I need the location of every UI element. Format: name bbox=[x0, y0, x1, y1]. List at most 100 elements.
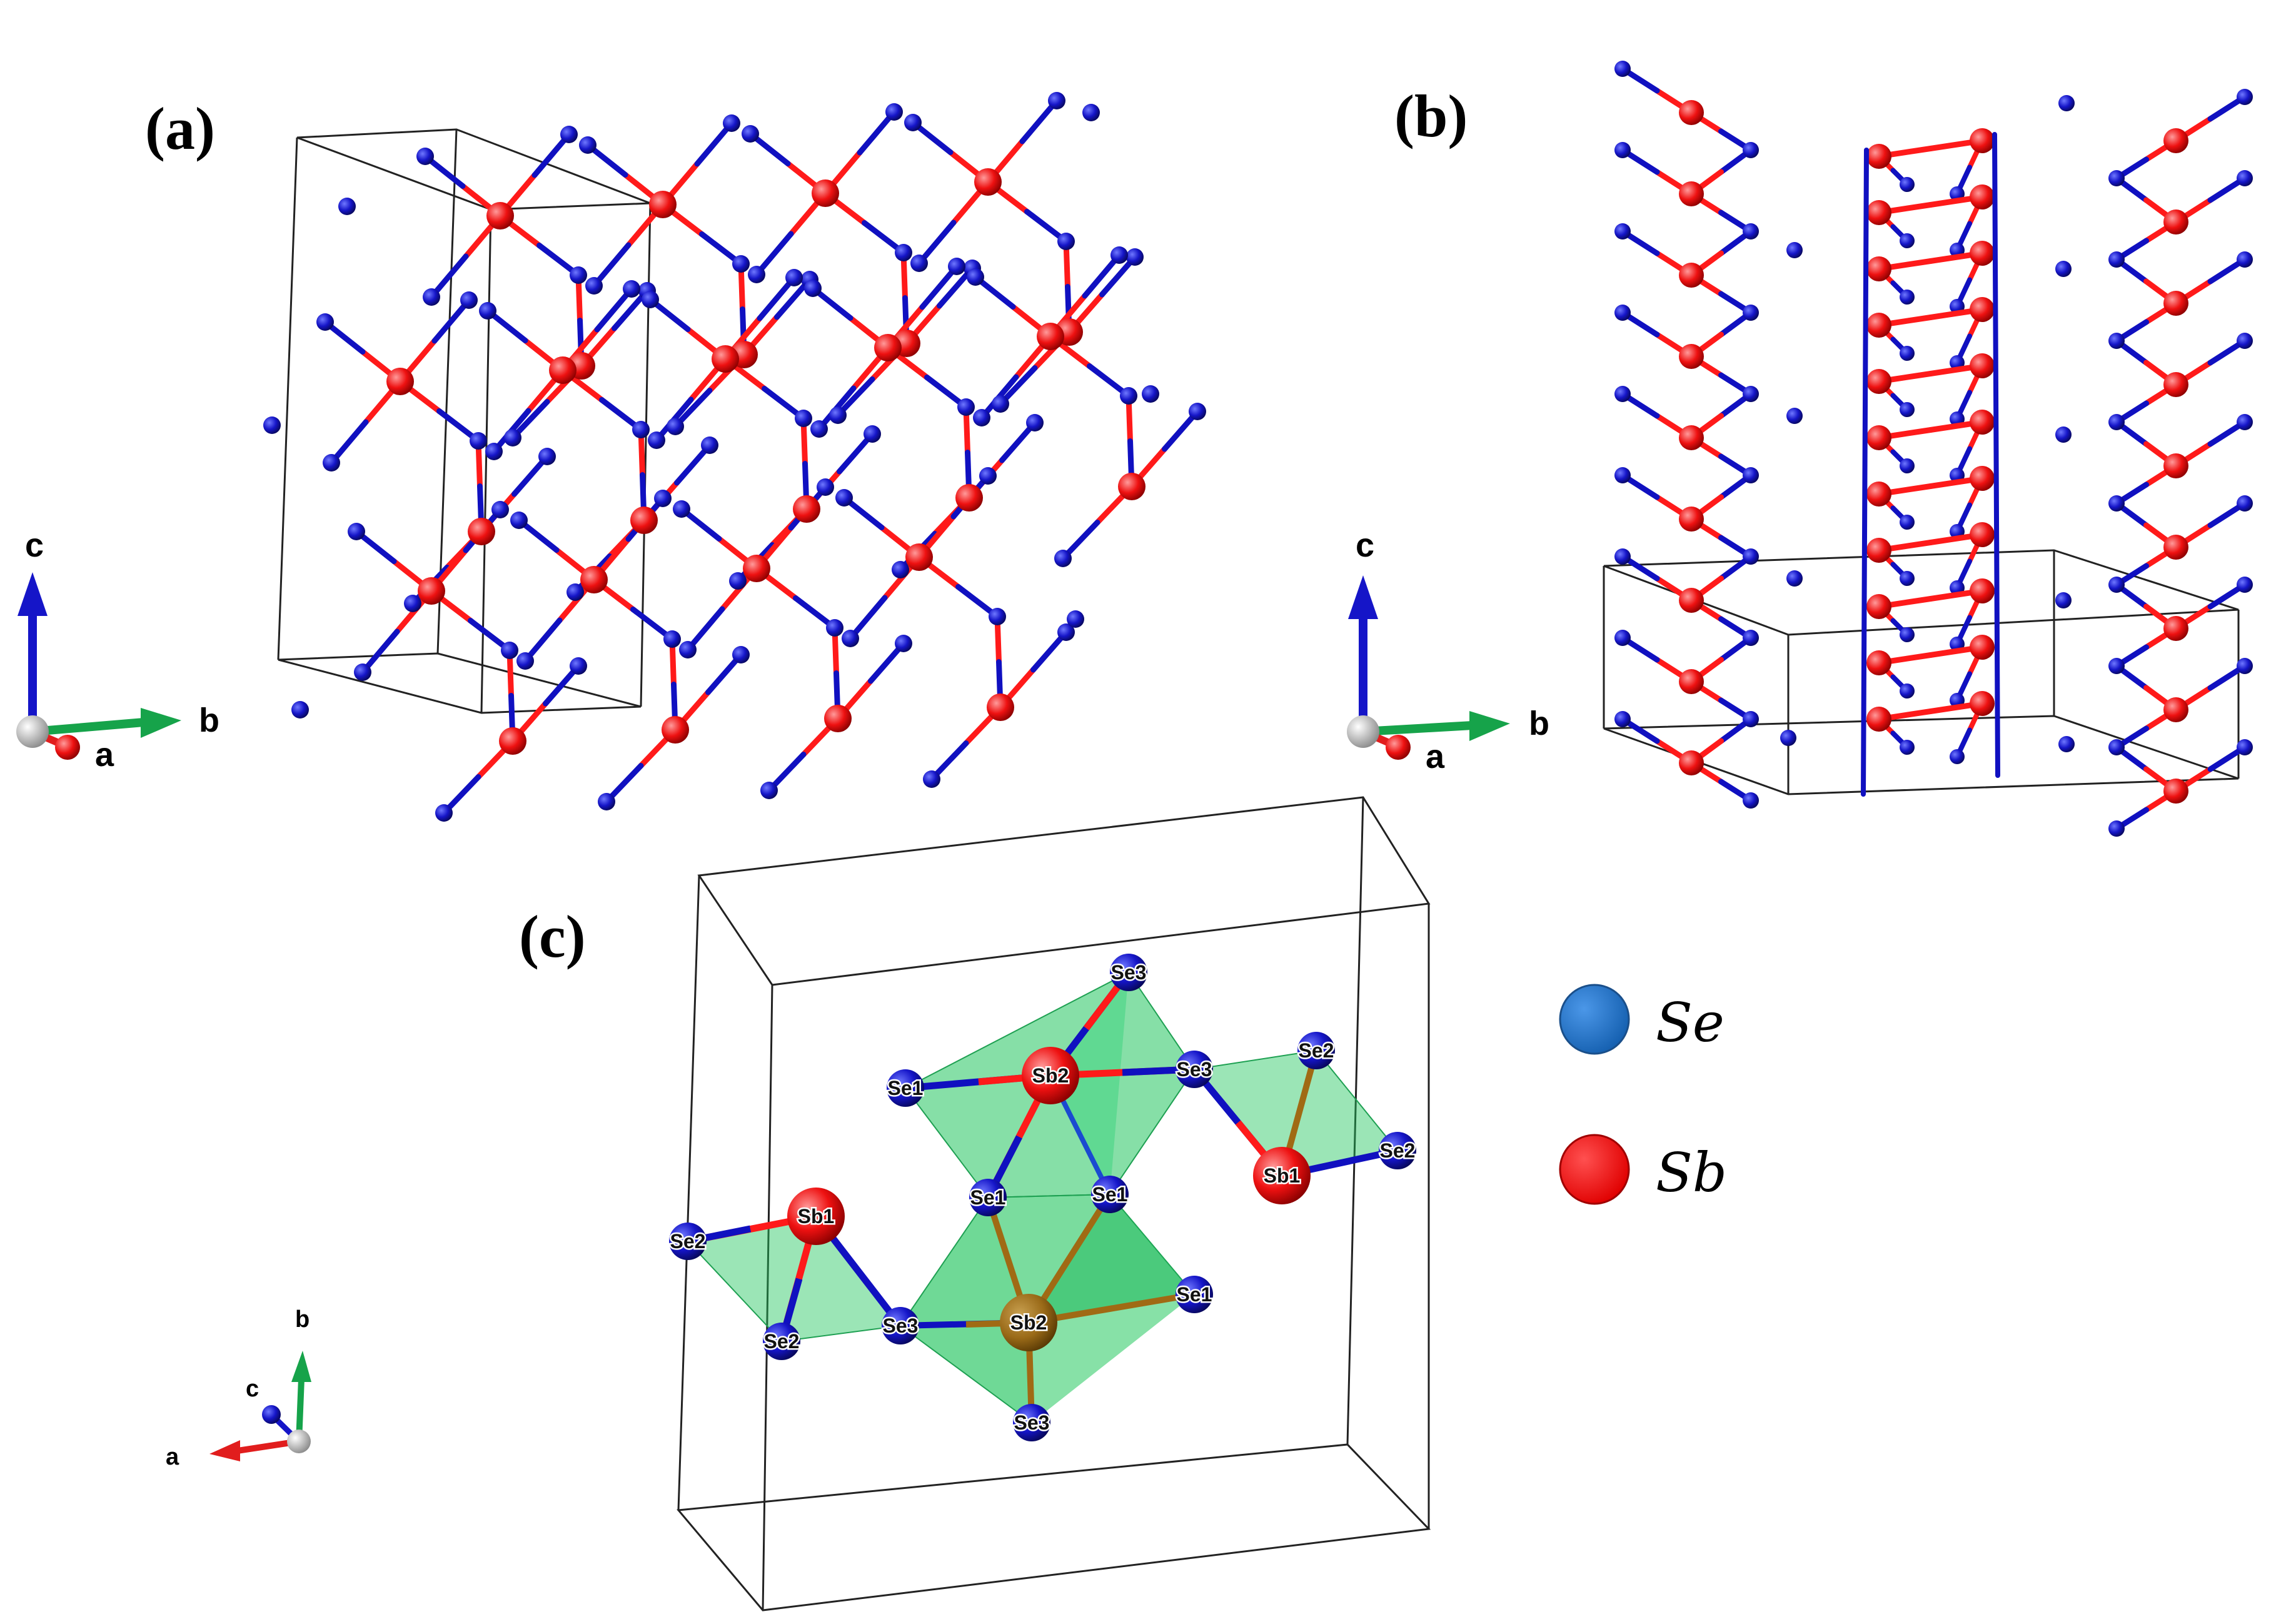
se-atom bbox=[1900, 740, 1915, 755]
se-atom bbox=[923, 770, 940, 788]
se-atom bbox=[967, 268, 984, 286]
panel-a-axis-b: b bbox=[199, 702, 219, 739]
sb-atom bbox=[2163, 128, 2188, 153]
sb-atom bbox=[955, 484, 983, 512]
se-atom bbox=[979, 467, 997, 485]
se-atom bbox=[1142, 385, 1159, 403]
sb-atom bbox=[486, 202, 514, 229]
sb-atom bbox=[2163, 291, 2188, 316]
sb-atom bbox=[974, 168, 1002, 196]
se-atom bbox=[973, 409, 990, 426]
se-atom bbox=[1786, 408, 1803, 424]
panel-a: (a) c b a bbox=[16, 92, 1206, 822]
atom-label-se1-low: Se1 bbox=[1177, 1283, 1212, 1306]
sb-atom bbox=[787, 1188, 845, 1245]
atom-label-se1-mid-r: Se1 bbox=[1092, 1183, 1128, 1206]
se-atom bbox=[1780, 730, 1796, 746]
sb-atom bbox=[1679, 750, 1704, 775]
se-atom bbox=[2058, 736, 2075, 752]
se-atom bbox=[804, 280, 822, 297]
atom-label-sb1-left: Sb1 bbox=[798, 1205, 835, 1228]
sb-atom bbox=[812, 179, 839, 207]
se-atom bbox=[501, 642, 518, 659]
se-atom bbox=[760, 782, 778, 799]
se-atom bbox=[1614, 467, 1631, 483]
se-atom bbox=[1082, 104, 1100, 121]
panel-c-axis-c: c bbox=[246, 1376, 259, 1402]
atom-label-se2-left: Se2 bbox=[670, 1230, 706, 1253]
se-atom bbox=[1176, 1276, 1213, 1313]
panel-b-axis-c: c bbox=[1356, 527, 1374, 564]
a-axis-arrow-icon bbox=[209, 1440, 240, 1461]
se-atom bbox=[504, 429, 521, 446]
se-atom bbox=[887, 1069, 924, 1107]
sb-atom bbox=[1970, 184, 1995, 209]
sb-atom bbox=[1679, 669, 1704, 694]
se-atom bbox=[263, 416, 281, 434]
panel-c-axis-triad: b c a bbox=[166, 1306, 311, 1470]
sb-atom bbox=[1866, 482, 1891, 507]
se-atom bbox=[2237, 658, 2253, 674]
se-atom bbox=[1743, 223, 1759, 240]
se-atom bbox=[460, 291, 478, 309]
se-atom bbox=[1614, 142, 1631, 158]
se-atom bbox=[423, 288, 440, 306]
se-atom bbox=[1110, 246, 1128, 264]
se-atom bbox=[795, 410, 812, 427]
panel-a-axis-a: a bbox=[95, 736, 114, 774]
sb-atom bbox=[1970, 691, 1995, 716]
sb-atom bbox=[1970, 578, 1995, 603]
se-atom bbox=[338, 198, 356, 215]
panel-a-unit-cell bbox=[277, 128, 652, 714]
sb-atom bbox=[1970, 353, 1995, 378]
axis-origin-icon bbox=[1347, 715, 1379, 748]
se-atom bbox=[2108, 577, 2125, 593]
se-atom bbox=[291, 701, 309, 719]
se-atom bbox=[2108, 170, 2125, 186]
se-atom bbox=[679, 641, 697, 658]
panel-b-axis-a: a bbox=[1426, 738, 1445, 775]
se-atom bbox=[1900, 346, 1915, 361]
sb-atom bbox=[2163, 779, 2188, 804]
se-atom bbox=[957, 398, 975, 416]
se-atom bbox=[348, 523, 365, 540]
se-atom bbox=[1900, 458, 1915, 473]
se-atom bbox=[2237, 89, 2253, 105]
panel-b-label: (b) bbox=[1394, 83, 1468, 149]
sb-atom bbox=[2163, 453, 2188, 478]
panel-a-lattice bbox=[263, 92, 1206, 822]
a-axis-arrow-icon bbox=[55, 735, 80, 760]
se-atom bbox=[2108, 820, 2125, 837]
se-atom bbox=[510, 512, 528, 529]
se-atom bbox=[892, 561, 909, 578]
se-atom bbox=[723, 114, 740, 132]
axis-origin-icon bbox=[287, 1430, 311, 1453]
se-atom bbox=[598, 793, 615, 810]
se-atom bbox=[323, 454, 340, 472]
se-atom bbox=[2055, 426, 2072, 443]
atom-label-se2-low: Se2 bbox=[764, 1330, 800, 1353]
se-atom bbox=[479, 302, 496, 320]
se-atom bbox=[1297, 1032, 1335, 1069]
se-atom bbox=[904, 114, 922, 131]
sb-atom bbox=[1679, 181, 1704, 206]
se-atom bbox=[1743, 142, 1759, 158]
sb-atom bbox=[2163, 209, 2188, 235]
sb-atom bbox=[1118, 473, 1146, 500]
se-atom bbox=[2237, 170, 2253, 186]
se-atom bbox=[2237, 495, 2253, 512]
se-atom bbox=[763, 1323, 800, 1360]
se-atom bbox=[1786, 570, 1803, 587]
se-atom bbox=[2237, 577, 2253, 593]
sb-atom bbox=[2163, 616, 2188, 641]
se-atom bbox=[1950, 749, 1965, 764]
sb-atom bbox=[1866, 200, 1891, 225]
sb-atom bbox=[1970, 241, 1995, 266]
sb-atom bbox=[1037, 323, 1064, 350]
se-atom bbox=[729, 572, 747, 590]
se-atom bbox=[2237, 333, 2253, 349]
se-atom bbox=[2108, 333, 2125, 349]
se-atom bbox=[1900, 627, 1915, 642]
atom-label-se2-right: Se2 bbox=[1380, 1139, 1416, 1162]
sb-atom bbox=[1970, 128, 1995, 153]
